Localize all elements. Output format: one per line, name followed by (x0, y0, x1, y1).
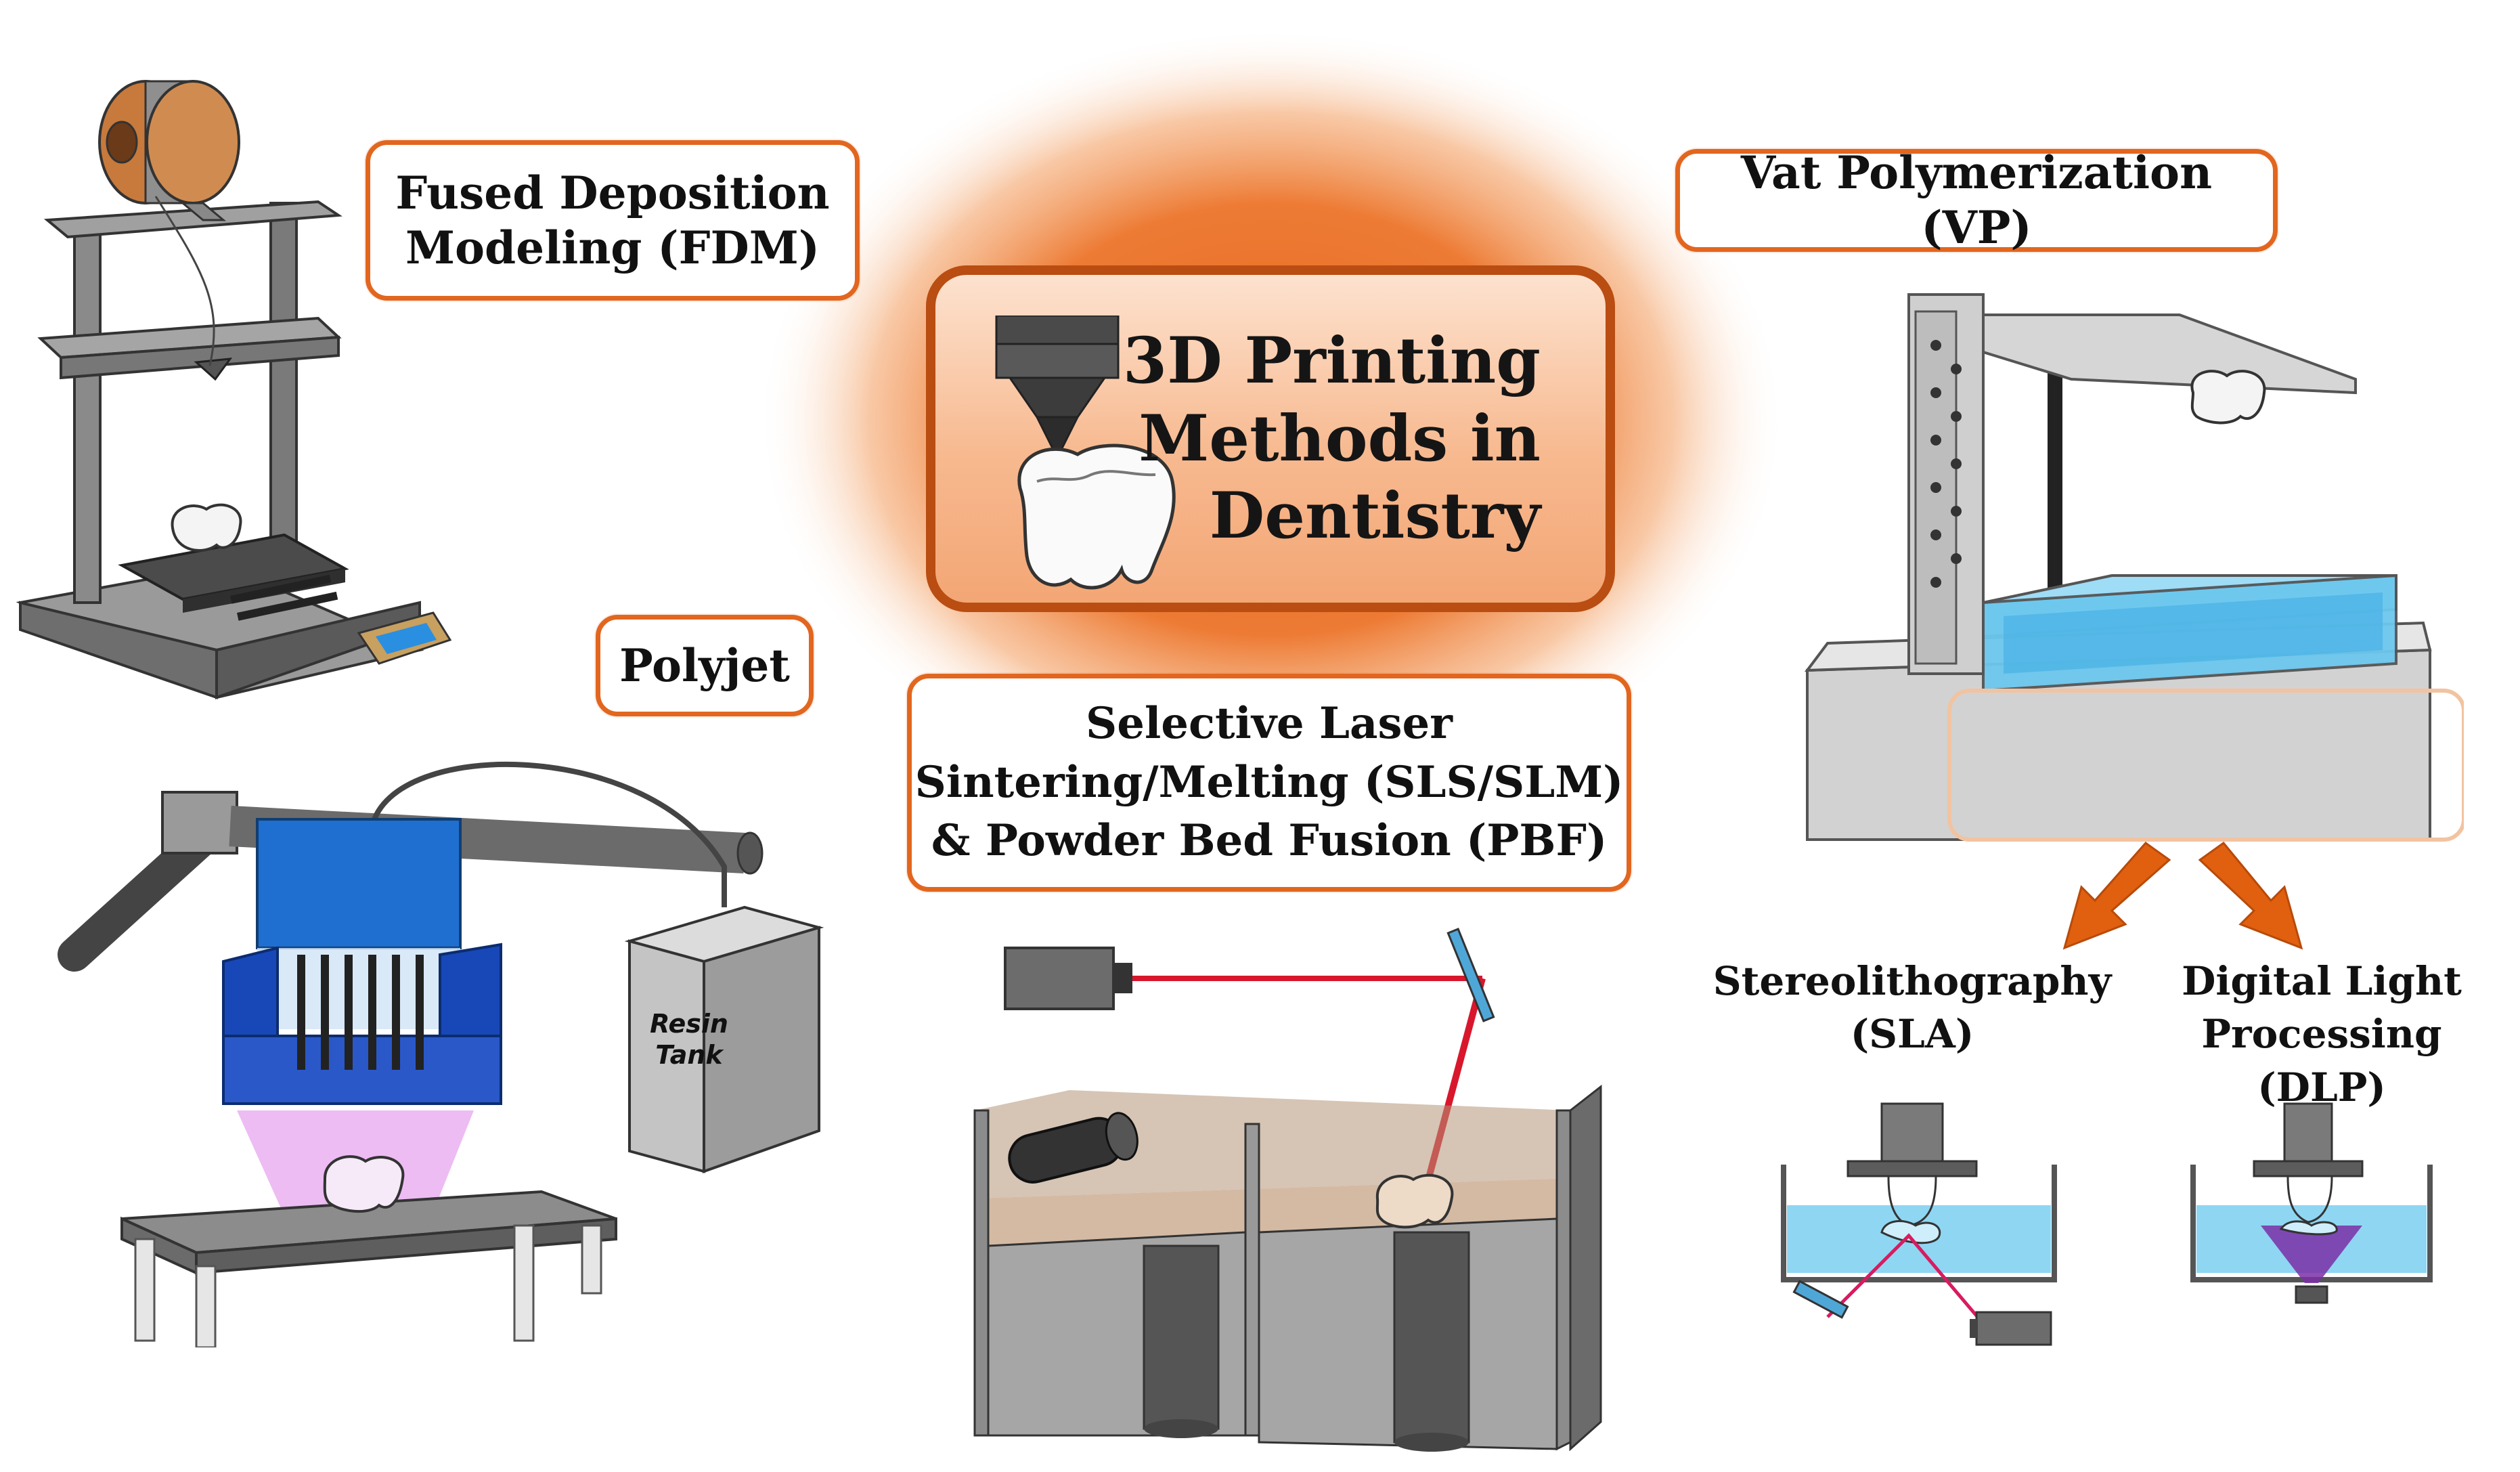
fdm-printer-icon (16, 80, 452, 699)
polyjet-printer-icon (58, 762, 824, 1347)
center-title-box: 3D Printing Methods in Dentistry (926, 265, 1615, 612)
sls-label: Selective Laser Sintering/Melting (SLS/S… (907, 674, 1631, 892)
polyjet-label: Polyjet (596, 615, 814, 716)
vp-label: Vat Polymerization (VP) (1675, 146, 2278, 254)
center-title: 3D Printing Methods in Dentistry (1107, 322, 1541, 555)
sla-label-line: Stereolithography (1712, 958, 2112, 1004)
fdm-label-line: Modeling (FDM) (405, 221, 820, 274)
vat-printer-icon (1804, 293, 2464, 842)
resin-tank-line: Resin (650, 1009, 728, 1039)
center-title-line: Methods in (1139, 401, 1541, 476)
sla-label-line: (SLA) (1850, 1011, 1974, 1058)
vp-arrows (2062, 841, 2303, 950)
sls-label-line: Sintering/Melting (SLS/SLM) (914, 756, 1624, 808)
dlp-label: Digital Light Processing (DLP) (2132, 955, 2511, 1114)
fdm-label-line: Fused Deposition (395, 166, 830, 219)
tooth-icon (1017, 443, 1176, 590)
polyjet-label-line: Polyjet (619, 638, 790, 692)
dlp-label-line: Digital Light (2182, 958, 2462, 1004)
vp-label-line: Vat Polymerization (VP) (1740, 146, 2213, 254)
resin-tank-label: Resin Tank (642, 1009, 736, 1070)
sls-label-line: & Powder Bed Fusion (PBF) (931, 815, 1608, 867)
sla-diagram-icon (1781, 1102, 2057, 1346)
dlp-label-line: Processing (DLP) (2201, 1011, 2442, 1110)
resin-tank-line: Tank (655, 1039, 723, 1070)
center-title-line: Dentistry (1209, 479, 1541, 554)
center-title-line: 3D Printing (1122, 324, 1541, 398)
sla-label: Stereolithography (SLA) (1709, 955, 2115, 1061)
dlp-diagram-icon (2190, 1102, 2433, 1304)
sls-label-line: Selective Laser (1086, 698, 1453, 750)
nozzle-icon (995, 316, 1120, 452)
sls-printer-icon (973, 928, 1602, 1452)
